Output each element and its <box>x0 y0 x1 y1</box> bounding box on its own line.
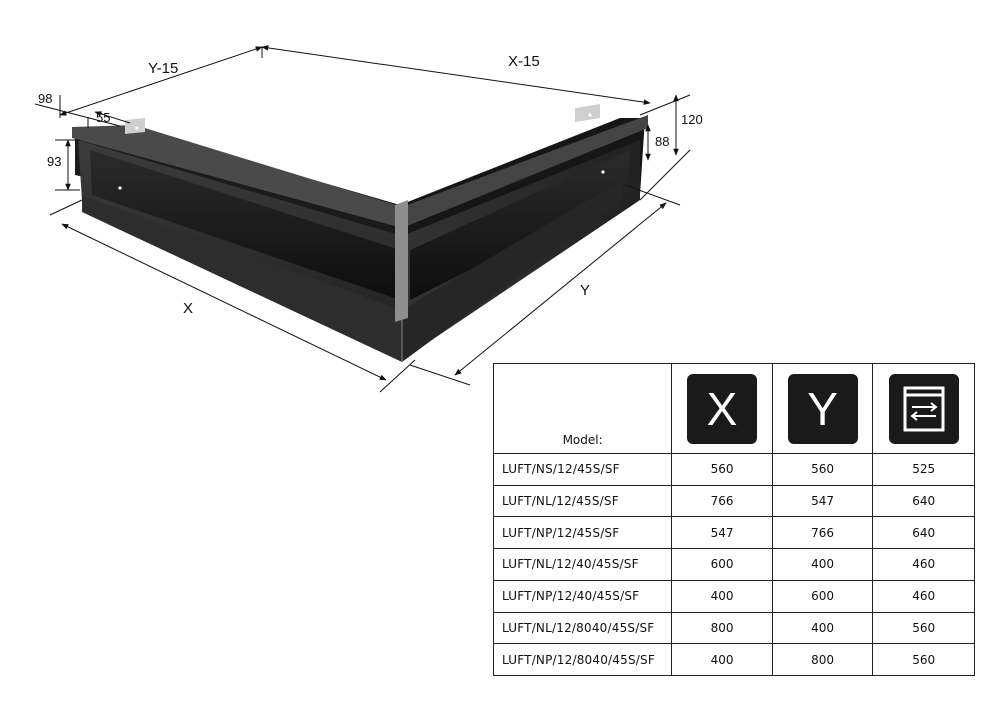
y-value-cell: 800 <box>771 643 874 676</box>
model-name-cell: LUFT/NL/12/40/45S/SF <box>492 548 673 581</box>
table-row: LUFT/NP/12/8040/45S/SF 400 800 560 <box>492 643 975 676</box>
model-name-cell: LUFT/NP/12/40/45S/SF <box>492 579 673 613</box>
dim-label-y-minus-15: Y-15 <box>148 60 178 77</box>
table-row: LUFT/NL/12/40/45S/SF 600 400 460 <box>492 548 975 581</box>
x-header-icon: X <box>687 373 758 444</box>
table-row: LUFT/NL/12/8040/45S/SF 800 400 560 <box>492 611 975 645</box>
x-value-cell: 400 <box>671 579 773 613</box>
opening-value-cell: 640 <box>872 484 975 518</box>
x-header: X <box>671 362 773 455</box>
model-name-cell: LUFT/NL/12/8040/45S/SF <box>492 611 673 645</box>
y-header-icon: Y <box>787 373 858 444</box>
opening-value-cell: 640 <box>872 516 975 550</box>
model-dimension-table: Model: X Y LUFT/NS/12/45S/SF 560 560 5 <box>492 362 975 676</box>
table-row: LUFT/NL/12/45S/SF 766 547 640 <box>492 484 975 518</box>
y-value-cell: 766 <box>771 516 874 550</box>
model-header: Model: <box>492 362 673 455</box>
corner-grille-body <box>72 104 648 362</box>
x-value-cell: 766 <box>671 484 773 518</box>
dim-label-55: 55 <box>96 110 110 125</box>
opening-value-cell: 525 <box>872 453 975 486</box>
y-value-cell: 400 <box>771 548 874 581</box>
dimension-lines <box>34 45 691 393</box>
x-value-cell: 400 <box>671 643 773 676</box>
x-value-cell: 560 <box>671 453 773 486</box>
dim-label-120: 120 <box>681 112 703 127</box>
y-value-cell: 400 <box>771 611 874 645</box>
y-header: Y <box>771 362 874 455</box>
box-arrows-icon <box>888 373 959 444</box>
dim-label-88: 88 <box>655 134 669 149</box>
model-name-cell: LUFT/NP/12/8040/45S/SF <box>492 643 673 676</box>
x-value-cell: 800 <box>671 611 773 645</box>
opening-value-cell: 560 <box>872 611 975 645</box>
x-value-cell: 547 <box>671 516 773 550</box>
table-row: LUFT/NP/12/45S/SF 547 766 640 <box>492 516 975 550</box>
dim-label-y: Y <box>580 282 590 299</box>
model-name-cell: LUFT/NL/12/45S/SF <box>492 484 673 518</box>
y-value-cell: 547 <box>771 484 874 518</box>
x-value-cell: 600 <box>671 548 773 581</box>
opening-value-cell: 560 <box>872 643 975 676</box>
y-value-cell: 600 <box>771 579 874 613</box>
dim-label-93: 93 <box>47 154 61 169</box>
table-row: LUFT/NP/12/40/45S/SF 400 600 460 <box>492 579 975 613</box>
dim-label-x: X <box>183 300 193 317</box>
opening-width-header <box>872 362 975 455</box>
table-row: LUFT/NS/12/45S/SF 560 560 525 <box>492 453 975 486</box>
model-name-cell: LUFT/NP/12/45S/SF <box>492 516 673 550</box>
model-name-cell: LUFT/NS/12/45S/SF <box>492 453 673 486</box>
opening-value-cell: 460 <box>872 548 975 581</box>
dim-label-x-minus-15: X-15 <box>508 53 540 70</box>
opening-value-cell: 460 <box>872 579 975 613</box>
dim-label-98: 98 <box>38 91 52 106</box>
table-header-row: Model: X Y <box>492 362 975 455</box>
y-value-cell: 560 <box>771 453 874 486</box>
